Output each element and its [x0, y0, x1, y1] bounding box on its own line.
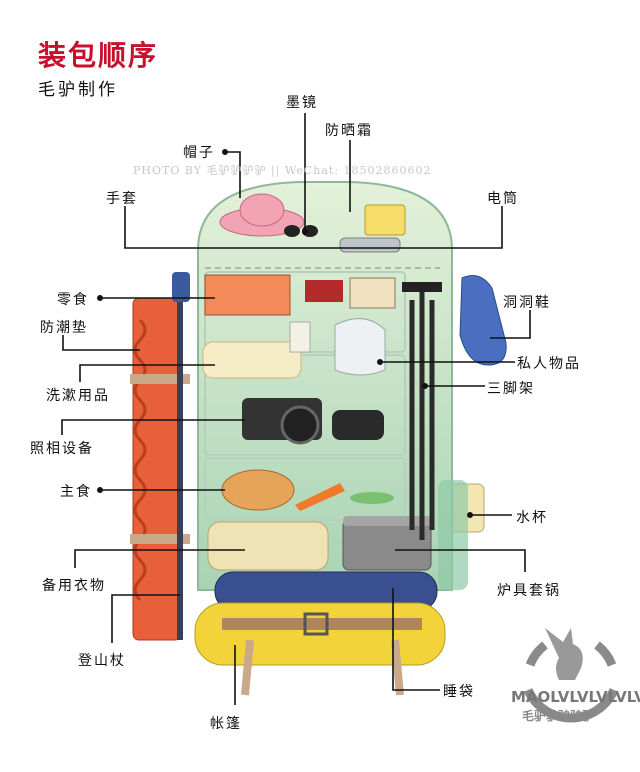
label-hat: 帽子 [183, 145, 215, 161]
label-sleeping-bag: 睡袋 [443, 684, 475, 700]
crocs-shoe [459, 275, 507, 366]
page-subtitle: 毛驴制作 [38, 80, 118, 100]
personal-items-bag [334, 318, 386, 376]
label-spare-clothes: 备用衣物 [42, 578, 106, 594]
moisture-pad [132, 297, 182, 641]
donkey-logo-icon [545, 628, 583, 680]
label-sunglasses: 墨镜 [286, 95, 318, 111]
label-flashlight: 电筒 [487, 191, 519, 207]
leader-lines [61, 113, 531, 705]
label-camera-gear: 照相设备 [30, 441, 94, 457]
spare-clothes [207, 521, 329, 571]
label-moisture-pad: 防潮垫 [40, 320, 88, 336]
towel [202, 341, 302, 379]
watermark: PHOTO BY 毛驴驴驴驴 || WeChat: 18502860602 [133, 164, 432, 177]
chicken [221, 469, 295, 511]
side-pocket [438, 480, 468, 590]
label-staple-food: 主食 [60, 484, 92, 500]
tripod [409, 290, 435, 540]
label-cookware: 炉具套锅 [497, 583, 561, 599]
logo-text-cn: 毛驴驴驴驴驴 [522, 709, 595, 723]
cooking-pot [342, 519, 432, 571]
label-tripod: 三脚架 [487, 381, 535, 397]
sunscreen-box [364, 204, 406, 236]
label-gloves: 手套 [106, 191, 138, 207]
label-personal-items: 私人物品 [517, 356, 581, 372]
logo-text-en: MAOLVLVLVLVLV [511, 688, 640, 706]
label-snacks: 零食 [57, 292, 89, 308]
label-toiletries: 洗漱用品 [46, 388, 110, 404]
snack-pack [204, 274, 291, 316]
label-crocs: 洞洞鞋 [503, 295, 551, 311]
label-sunscreen: 防晒霜 [325, 123, 373, 139]
flashlight [339, 237, 401, 253]
page-title: 装包顺序 [38, 39, 159, 72]
label-trekking-pole: 登山杖 [78, 653, 126, 669]
brand-logo [523, 641, 619, 723]
label-water-cup: 水杯 [516, 510, 548, 526]
label-tent: 帐篷 [210, 716, 242, 732]
